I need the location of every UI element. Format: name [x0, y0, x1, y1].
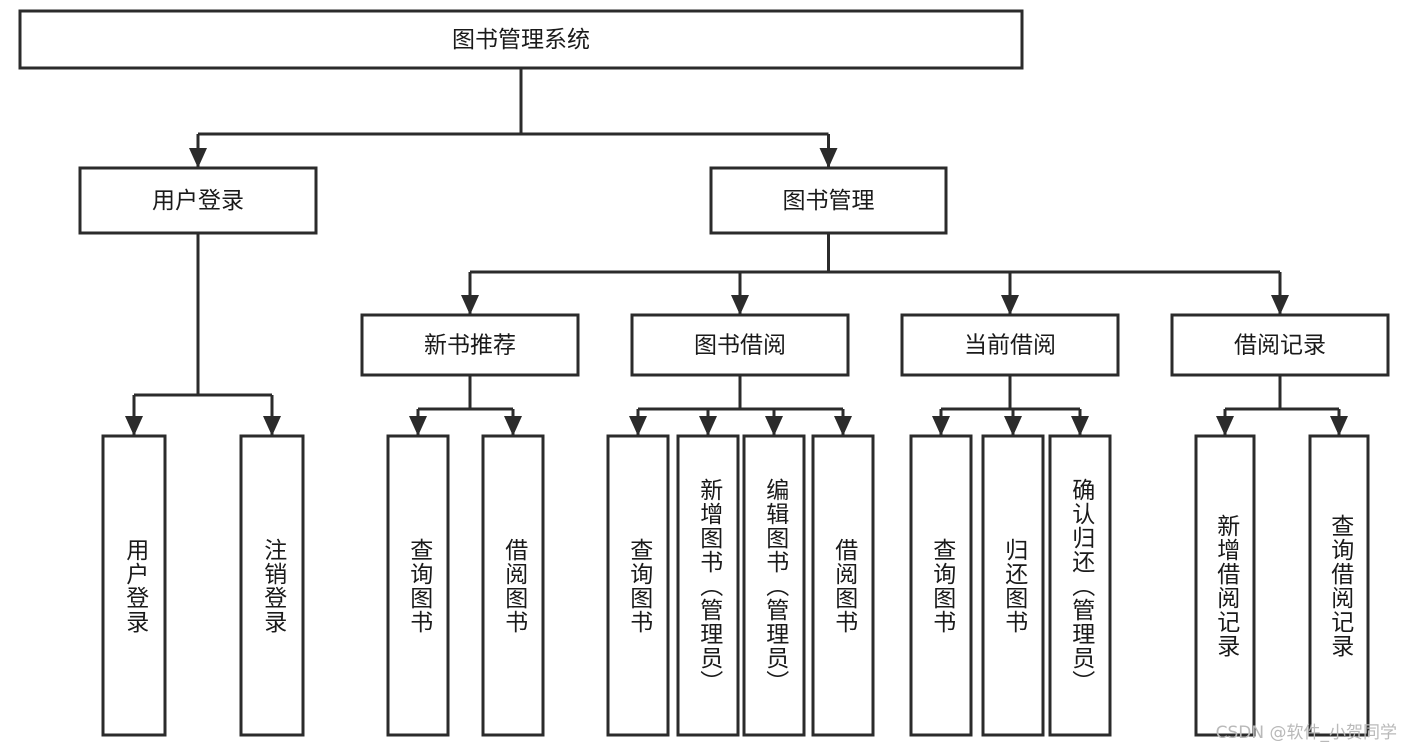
- node-leaf-return-book[interactable]: [981, 434, 1045, 737]
- node-root-label: 图书管理系统: [452, 27, 590, 53]
- node-book-management-label: 图书管理: [783, 188, 875, 214]
- arrow-head-icon: [1004, 416, 1022, 436]
- node-leaf-logout-login[interactable]: [239, 434, 305, 737]
- node-leaf-query-borrow-record[interactable]: [1308, 434, 1370, 737]
- arrow-head-icon: [189, 148, 207, 168]
- arrow-head-icon: [461, 295, 479, 315]
- node-leaf-add-borrow-record[interactable]: [1194, 434, 1256, 737]
- node-borrow-record-label: 借阅记录: [1234, 333, 1326, 359]
- arrow-head-icon: [834, 416, 852, 436]
- arrow-head-icon: [699, 416, 717, 436]
- node-leaf-borrow-book-2[interactable]: [811, 434, 875, 737]
- arrow-head-icon: [819, 148, 838, 168]
- node-leaf-add-book-admin[interactable]: [676, 434, 740, 737]
- arrow-head-icon: [1001, 295, 1019, 315]
- arrow-head-icon: [1216, 416, 1234, 436]
- node-leaf-user-login[interactable]: [101, 434, 167, 737]
- node-leaf-query-book-1[interactable]: [386, 434, 450, 737]
- node-user-login-label: 用户登录: [152, 188, 244, 214]
- arrow-head-icon: [731, 295, 749, 315]
- node-leaf-query-book-3[interactable]: [909, 434, 973, 737]
- node-leaf-edit-book-admin[interactable]: [742, 434, 806, 737]
- node-leaf-confirm-return-admin[interactable]: [1048, 434, 1112, 737]
- node-book-borrow-label: 图书借阅: [694, 333, 786, 359]
- arrow-head-icon: [1271, 295, 1289, 315]
- arrow-head-icon: [1071, 416, 1089, 436]
- arrow-head-icon: [504, 416, 522, 436]
- node-book-borrow[interactable]: [630, 313, 850, 377]
- arrow-head-icon: [263, 416, 281, 436]
- node-borrow-record[interactable]: [1170, 313, 1390, 377]
- arrow-head-icon: [125, 416, 143, 436]
- node-leaf-borrow-book-1[interactable]: [481, 434, 545, 737]
- node-new-book-recommend-label: 新书推荐: [424, 333, 516, 359]
- node-new-book-recommend[interactable]: [360, 313, 580, 377]
- node-user-login[interactable]: [78, 166, 318, 235]
- node-root[interactable]: [18, 9, 1024, 70]
- boxes-layer: [18, 9, 1390, 737]
- node-current-borrow-label: 当前借阅: [964, 333, 1056, 359]
- arrow-head-icon: [1330, 416, 1348, 436]
- node-book-management[interactable]: [709, 166, 948, 235]
- node-current-borrow[interactable]: [900, 313, 1120, 377]
- node-leaf-query-book-2[interactable]: [606, 434, 670, 737]
- arrow-head-icon: [409, 416, 427, 436]
- arrow-head-icon: [765, 416, 783, 436]
- connectors-layer: [125, 68, 1348, 436]
- arrow-head-icon: [932, 416, 950, 436]
- arrow-head-icon: [629, 416, 647, 436]
- watermark-text: CSDN @软件_小贺同学: [1215, 723, 1397, 743]
